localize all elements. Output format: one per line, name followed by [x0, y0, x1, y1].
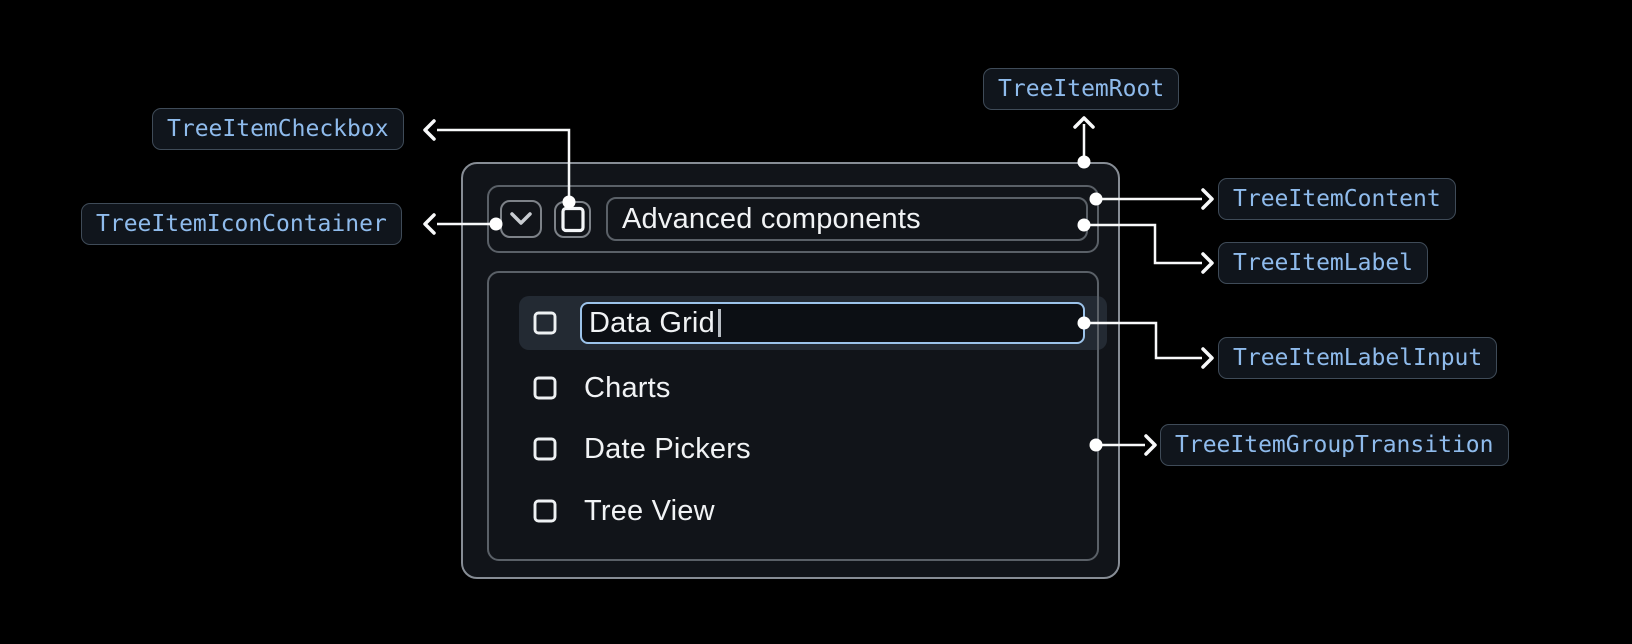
label-input-value: Data Grid — [589, 306, 715, 339]
parent-item-label: Advanced components — [622, 202, 921, 235]
row-checkbox-icon[interactable] — [533, 437, 557, 461]
chevron-down-icon — [510, 212, 532, 225]
row-checkbox-icon[interactable] — [533, 499, 557, 523]
row-label: Tree View — [584, 494, 715, 527]
arrowhead-right-group-transition — [1144, 434, 1157, 456]
arrowhead-left-icon-container — [423, 213, 436, 235]
arrowhead-right-label — [1201, 252, 1214, 274]
row-checkbox-icon[interactable] — [533, 376, 557, 400]
arrowhead-up-root — [1073, 116, 1095, 129]
badge-tree-item-root: TreeItemRoot — [983, 68, 1180, 110]
text-caret — [717, 309, 721, 337]
tree-item-group: Data Grid Charts Date Pickers — [487, 271, 1107, 561]
tree-row[interactable]: Date Pickers — [519, 422, 1079, 476]
checkbox-unchecked-icon — [560, 206, 585, 232]
arrowhead-right-content — [1201, 188, 1214, 210]
tree-row[interactable]: Charts — [519, 361, 1079, 415]
arrowhead-right-label-input — [1201, 347, 1214, 369]
arrowhead-left-checkbox — [423, 119, 436, 141]
tree-item-root-box: Advanced components Data Grid Charts — [461, 162, 1120, 579]
badge-tree-item-content: TreeItemContent — [1218, 178, 1456, 220]
row-checkbox-icon[interactable] — [533, 311, 557, 335]
badge-tree-item-checkbox: TreeItemCheckbox — [152, 108, 404, 150]
row-label: Date Pickers — [584, 432, 751, 465]
row-label: Charts — [584, 371, 671, 404]
tree-item-label-box[interactable]: Advanced components — [606, 197, 1088, 241]
tree-item-content-box[interactable]: Advanced components — [487, 185, 1099, 253]
badge-tree-item-icon-container: TreeItemIconContainer — [81, 203, 402, 245]
tree-item-label-input[interactable]: Data Grid — [580, 302, 1085, 344]
badge-tree-item-label-input: TreeItemLabelInput — [1218, 337, 1498, 379]
parent-checkbox[interactable] — [554, 200, 591, 238]
tree-row[interactable]: Tree View — [519, 484, 1079, 538]
badge-tree-item-label: TreeItemLabel — [1218, 242, 1429, 284]
expand-collapse-button[interactable] — [500, 200, 542, 238]
badge-tree-item-group-transition: TreeItemGroupTransition — [1160, 424, 1509, 466]
tree-row-editing[interactable]: Data Grid — [519, 296, 1107, 350]
